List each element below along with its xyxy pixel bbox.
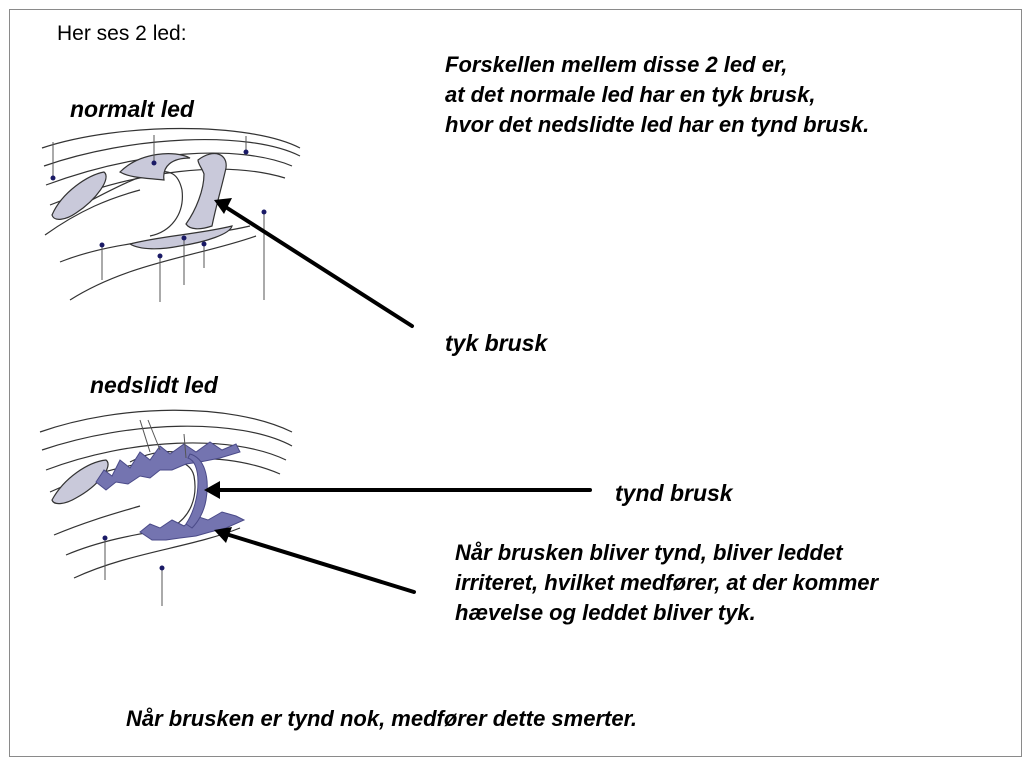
thin-cartilage-label: tynd brusk <box>615 480 733 507</box>
thick-cartilage <box>186 154 226 229</box>
fat-pad <box>52 172 106 219</box>
conclusion-text: Når brusken er tynd nok, medfører dette … <box>126 704 637 734</box>
worn-joint-marker-dots <box>103 536 165 571</box>
difference-text: Forskellen mellem disse 2 led er, at det… <box>445 50 869 140</box>
irritation-line-2: irriteret, hvilket medfører, at der komm… <box>455 568 878 598</box>
irritation-line-3: hævelse og leddet bliver tyk. <box>455 598 878 628</box>
thick-cartilage-label: tyk brusk <box>445 330 547 357</box>
irritation-text: Når brusken bliver tynd, bliver leddet i… <box>455 538 878 628</box>
difference-line-3: hvor det nedslidte led har en tynd brusk… <box>445 110 869 140</box>
intro-text: Her ses 2 led: <box>57 22 187 46</box>
thin-cartilage-strip <box>186 454 207 528</box>
lower-cartilage <box>130 226 232 249</box>
irritation-line-1: Når brusken bliver tynd, bliver leddet <box>455 538 878 568</box>
difference-line-2: at det normale led har en tyk brusk, <box>445 80 869 110</box>
worn-joint-label: nedslidt led <box>90 372 218 399</box>
arrow-irritation <box>226 534 414 592</box>
arrow-tyk-brusk <box>224 206 412 326</box>
annotation-arrows <box>204 198 590 592</box>
difference-line-1: Forskellen mellem disse 2 led er, <box>445 50 869 80</box>
normal-joint-label: normalt led <box>70 96 194 123</box>
upper-cartilage <box>120 154 190 180</box>
normal-joint-cartilage <box>52 154 232 249</box>
